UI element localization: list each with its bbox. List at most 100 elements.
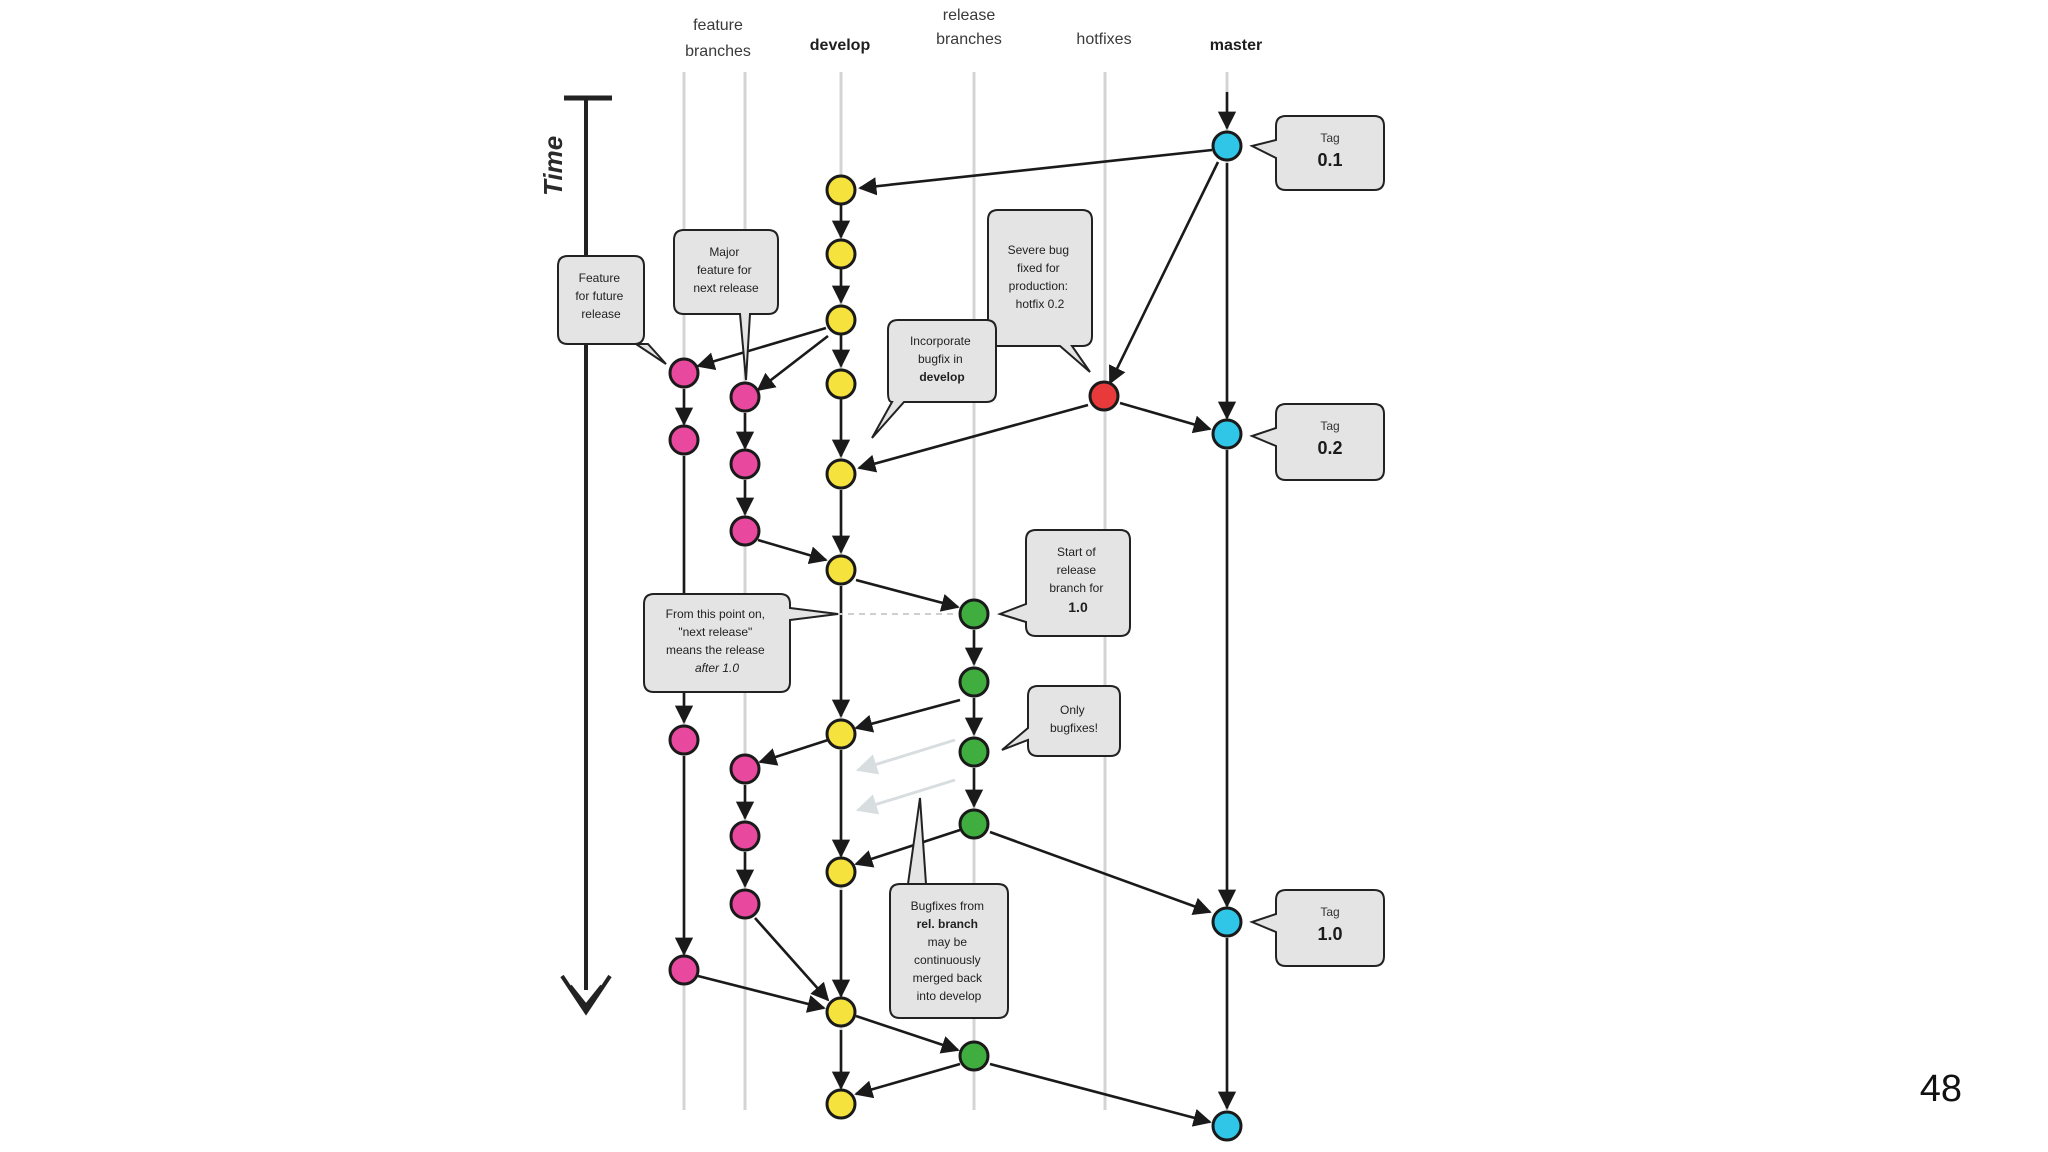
callout-text: hotfix 0.2 [1016, 297, 1065, 311]
commit-nodes [668, 130, 1243, 1142]
svg-text:From this point on,: From this point on, "next release" means… [666, 607, 769, 675]
connector [1119, 401, 1212, 434]
develop-commit [825, 554, 857, 586]
callout-text: release [581, 307, 621, 321]
callout-only-bugfixes: Only bugfixes! [1001, 685, 1121, 757]
connector [754, 917, 830, 1002]
callout-text: into develop [917, 989, 982, 1003]
callout-incorporate: Incorporate bugfix in develop [871, 319, 997, 439]
tag-label: Tag [1320, 131, 1339, 145]
tag-0-2: Tag 0.2 [1249, 403, 1385, 481]
callout-text: release [1057, 563, 1097, 577]
develop-commit [825, 458, 857, 490]
connector [758, 738, 829, 766]
connector [989, 830, 1212, 915]
feature-commit [668, 424, 700, 456]
callout-text: "next release" [678, 625, 752, 639]
master-label: master [1210, 37, 1262, 54]
svg-text:Severe bug fixed for: Severe bug fixed for production: hotfix … [1008, 243, 1073, 311]
callout-text: bugfix in [918, 352, 963, 366]
connector [857, 403, 1089, 473]
svg-text:Major feature for: Major feature for next release [693, 245, 759, 295]
tag-0-1: Tag 0.1 [1249, 115, 1385, 191]
page-number: 48 [1919, 1068, 1962, 1110]
light-connector [855, 738, 956, 775]
callout-text: Severe bug [1008, 243, 1069, 257]
callout-text: branch for [1049, 581, 1103, 595]
time-axis: Time [538, 95, 612, 1016]
light-connector [855, 778, 956, 815]
tag-version: 0.2 [1317, 438, 1342, 458]
release-commit [958, 666, 990, 698]
connector [696, 326, 827, 371]
develop-commit [825, 174, 857, 206]
release-commit [958, 598, 990, 630]
callout-text: merged back [913, 971, 983, 985]
hotfixes-label: hotfixes [1076, 31, 1131, 48]
callout-text: 1.0 [1068, 599, 1088, 615]
connector [989, 1062, 1212, 1127]
callout-start-release: Start of release branch for 1.0 [996, 529, 1131, 637]
feature-commit [729, 515, 761, 547]
feature-branches-label-line2: branches [685, 43, 751, 60]
svg-text:Only bugfixes!: Only bugfixes! [1050, 703, 1098, 735]
callout-text: may be [928, 935, 968, 949]
feature-commit [668, 954, 700, 986]
callout-text: Incorporate [910, 334, 971, 348]
feature-commit [668, 724, 700, 756]
develop-label: develop [810, 37, 871, 54]
callout-text: fixed for [1017, 261, 1060, 275]
connector [858, 148, 1213, 196]
master-commit [1211, 906, 1243, 938]
connector [757, 538, 828, 565]
release-branches-label-line2: branches [936, 31, 1002, 48]
hotfix-commit [1088, 380, 1120, 412]
column-headers: feature branches develop release branche… [685, 7, 1262, 60]
release-branches-label-line1: release [943, 7, 996, 24]
master-commit [1211, 130, 1243, 162]
callout-text: From this point on, [666, 607, 765, 621]
faint-connectors [804, 613, 958, 815]
callout-text: Major [709, 245, 739, 259]
svg-text:Feature for future: Feature for future release [575, 271, 626, 321]
feature-commit [729, 820, 761, 852]
tag-label: Tag [1320, 419, 1339, 433]
master-commit [1211, 1110, 1243, 1142]
develop-commit [825, 238, 857, 270]
callout-text: production: [1009, 279, 1068, 293]
connector [756, 334, 829, 392]
callout-text: for future [575, 289, 623, 303]
callout-text: develop [919, 370, 964, 384]
callouts: Feature for future release Major feature… [557, 209, 1131, 1019]
develop-commit [825, 996, 857, 1028]
connector [854, 698, 961, 733]
release-commit [958, 808, 990, 840]
callout-text: continuously [914, 953, 981, 967]
callout-severe-bug: Severe bug fixed for production: hotfix … [987, 209, 1093, 373]
callout-text: after 1.0 [695, 661, 739, 675]
feature-branches-label-line1: feature [693, 17, 743, 34]
callout-text: rel. branch [917, 917, 978, 931]
master-commit [1211, 418, 1243, 450]
callout-text: next release [693, 281, 759, 295]
tag-version: 1.0 [1317, 924, 1342, 944]
connector [855, 1014, 960, 1054]
callout-text: bugfixes! [1050, 721, 1098, 735]
svg-text:Bugfixes from rel. b: Bugfixes from rel. branch may be continu… [911, 899, 988, 1003]
feature-commit [729, 381, 761, 413]
connector [854, 828, 961, 868]
tag-1-0: Tag 1.0 [1249, 889, 1385, 967]
svg-text:Start of release: Start of release branch for 1.0 [1049, 545, 1106, 615]
callout-text: Bugfixes from [911, 899, 984, 913]
time-label: Time [538, 136, 568, 196]
commit-connections [674, 92, 1237, 1127]
callout-text: Only [1060, 703, 1085, 717]
time-axis-arrowhead [560, 974, 612, 1016]
develop-commit [825, 368, 857, 400]
feature-commit [729, 753, 761, 785]
connector [855, 578, 960, 612]
callout-text: feature for [697, 263, 752, 277]
develop-commit [825, 1088, 857, 1120]
callout-feature-future: Feature for future release [557, 255, 667, 365]
